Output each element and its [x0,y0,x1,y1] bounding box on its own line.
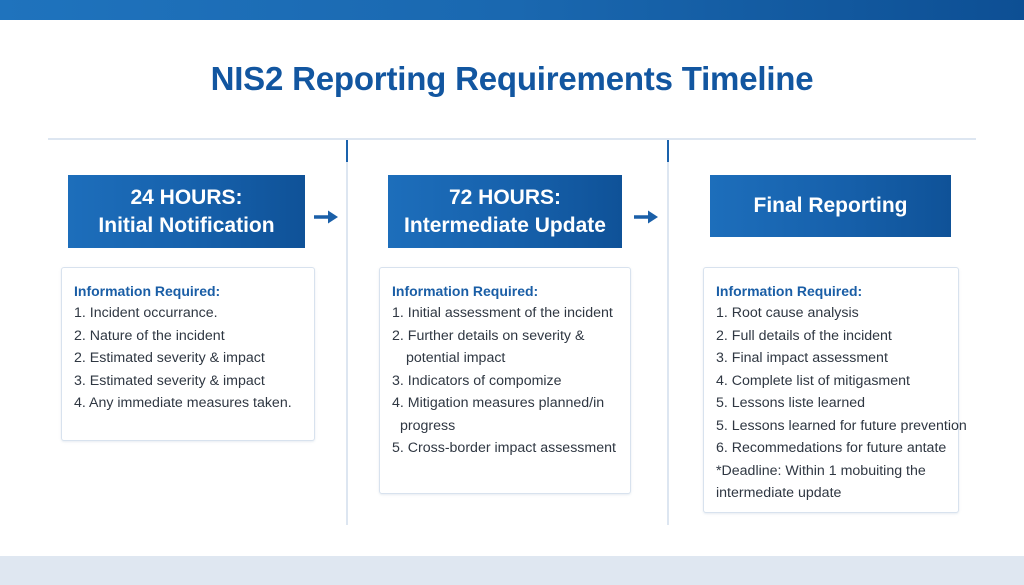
list-item: 2. Further details on severity & [392,327,585,344]
list-item: 4. Mitigation measures planned/in [392,395,605,411]
timeline-divider-1 [346,140,348,525]
stage-24h-header: 24 HOURS: Initial Notification [68,175,305,248]
list-item: 5. Cross-border impact assessment [392,440,616,456]
list-item: 4. Complete list of mitigasment [716,372,910,389]
stage-final-title: Final Reporting [753,194,908,217]
info-required-heading: Information Required: [74,283,221,299]
stage-final-header: Final Reporting [710,175,951,237]
list-item: 2. Full details of the incident [716,327,892,344]
deadline-note: *Deadline: Within 1 mobuiting the [716,462,926,479]
deadline-note-continuation: intermediate update [716,485,842,501]
arrow-right-icon [634,210,658,224]
timeline-marker-2 [667,140,669,162]
page-title: NIS2 Reporting Requirements Timeline [210,60,814,97]
list-item: 4. Any immediate measures taken. [74,395,292,411]
footer-band [0,556,1024,585]
arrow-right-icon [314,210,338,224]
list-item: 3. Estimated severity & impact [74,372,265,389]
timeline-horizontal-line [48,138,976,140]
timeline-divider-2 [667,140,669,525]
stage-24h-title: 24 HOURS: [130,185,243,209]
stage-72h-title: 72 HOURS: [448,185,562,209]
list-item: 6. Recommedations for future antate [716,440,947,456]
list-item: 5. Lessons liste learned [716,395,866,411]
info-required-heading: Information Required: [392,283,539,299]
list-item: 3. Indicators of compomize [392,372,562,389]
list-item: 3. Final impact assessment [716,350,888,366]
list-item-continuation: potential impact [406,350,506,366]
list-item: 2. Nature of the incident [74,327,225,344]
list-item: 5. Lessons learned for future prevention [716,417,967,434]
stage-24h-subtitle: Initial Notification [98,213,275,237]
stage-final-info-card: Information Required: 1. Root cause anal… [703,267,967,513]
info-required-heading: Information Required: [716,283,863,299]
list-item: 2. Estimated severity & impact [74,350,265,366]
stage-24h-info-card: Information Required: 1. Incident occurr… [61,267,315,441]
list-item: 1. Root cause analysis [716,305,859,321]
list-item-continuation: progress [400,417,456,434]
timeline-marker-1 [346,140,348,162]
stage-72h-subtitle: Intermediate Update [404,213,606,237]
stage-72h-info-card: Information Required: 1. Initial assessm… [379,267,631,494]
list-item: 1. Initial assessment of the incident [392,305,613,321]
top-banner-bar [0,0,1024,20]
stage-72h-header: 72 HOURS: Intermediate Update [388,175,622,248]
list-item: 1. Incident occurrance. [74,305,218,321]
